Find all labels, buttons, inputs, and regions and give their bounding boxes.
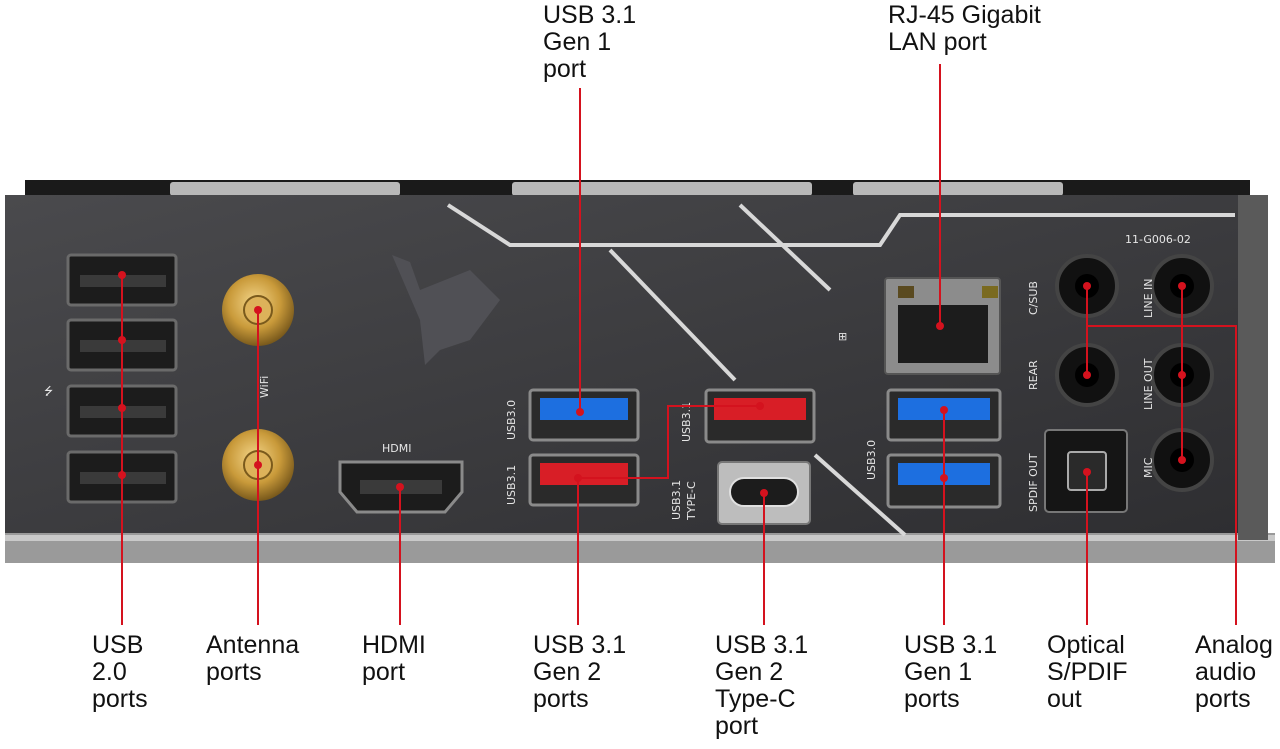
spdif-out-label: SPDIF OUT <box>1027 453 1040 512</box>
callout-usb20-ports: USB 2.0 ports <box>92 631 148 713</box>
line-in-label: LINE IN <box>1142 278 1155 318</box>
line-out-label: LINE OUT <box>1142 358 1155 410</box>
callout-usb31-gen2-ports: USB 3.1 Gen 2 ports <box>533 631 627 713</box>
usb30-right-label: USB3.0 <box>865 440 878 480</box>
usb-symbol-icon: ⭍ <box>44 385 53 398</box>
leader-lines <box>121 64 1237 625</box>
usb31-silk-line: USB3.1 <box>670 480 683 520</box>
usb30-left-label: USB3.0 <box>505 400 518 440</box>
usb31-right-label: USB3.1 <box>680 402 693 442</box>
decorative-lines <box>446 203 1235 537</box>
rj45-led-right <box>982 286 998 298</box>
callout-optical-spdif-out: Optical S/PDIF out <box>1047 631 1128 713</box>
usb31-typec-silk-label: USB3.1 TYPE-C <box>670 476 698 521</box>
callout-usb31-gen1-ports: USB 3.1 Gen 1 ports <box>904 631 998 713</box>
bottom-rail-highlight <box>5 535 1275 541</box>
wifi-label: WiFi <box>258 376 271 398</box>
c-sub-label: C/SUB <box>1027 281 1040 315</box>
callout-antenna-ports: Antenna ports <box>206 631 300 686</box>
callout-rj45-lan-port: RJ-45 Gigabit LAN port <box>888 1 1041 56</box>
metal-tab <box>170 182 400 196</box>
mic-label: MIC <box>1142 457 1155 478</box>
usb31-left-label: USB3.1 <box>505 465 518 505</box>
side-edge <box>1238 195 1268 540</box>
network-icon: ⊞ <box>838 330 847 343</box>
callout-hdmi-port: HDMI port <box>362 631 426 686</box>
typec-silk-line: TYPE-C <box>685 481 698 521</box>
metal-tab <box>512 182 812 196</box>
model-number: 11-G006-02 <box>1125 233 1191 246</box>
callout-usb31-gen1-port: USB 3.1 Gen 1 port <box>543 1 637 83</box>
usb-mid-stack <box>528 388 640 507</box>
callout-usb31-gen2-typec-port: USB 3.1 Gen 2 Type-C port <box>715 631 809 740</box>
rj45-socket <box>898 305 988 363</box>
leader-dots <box>118 271 1186 497</box>
rj45-led-left <box>898 286 914 298</box>
aorus-logo <box>392 255 500 365</box>
rear-label: REAR <box>1027 360 1040 390</box>
callout-analog-audio-ports: Analog audio ports <box>1195 631 1273 713</box>
metal-tab <box>853 182 1063 196</box>
hdmi-silk-label: HDMI <box>382 442 411 455</box>
